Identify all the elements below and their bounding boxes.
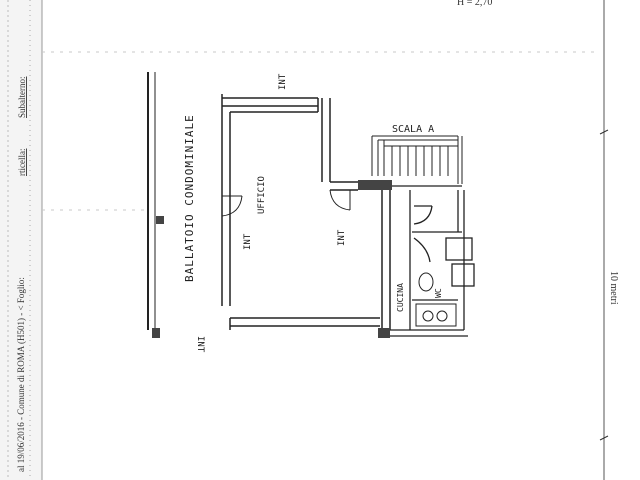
stair-landing [358,180,392,190]
int-label-center: INT [337,229,347,246]
sanitary-fixtures [415,272,457,327]
wall-pier-bottom [378,328,390,338]
margin-stamp-text: al 19/06/2016 - Comune di ROMA (H501) - … [16,277,26,472]
int-label-door: INT [243,233,253,250]
ballatoio-label: BALLATOIO CONDOMINIALE [183,114,196,282]
margin-strip [0,0,43,480]
height-note: H = 2,70 [457,0,492,8]
ufficio-walls [221,94,391,330]
cucina-label: CUCINA [396,283,405,312]
stair [371,135,463,184]
door-swing-left [221,195,243,217]
int-label-top: INT [278,73,288,90]
door-swing-center [329,189,351,211]
scale-label: 10 metri [608,271,619,305]
ufficio-label: UFFICIO [257,176,267,214]
wc-label: WC [434,288,443,298]
ballatoio-wall [147,72,164,338]
scale-bar [599,0,609,480]
survey-lines [42,51,600,211]
margin-label-particella: rticella: [17,149,27,176]
margin-label-subalterno: Subalterno: [17,77,27,119]
int-label-bottom: INT [195,336,205,353]
service-block-walls [390,185,475,337]
scala-label: SCALA A [392,124,434,135]
